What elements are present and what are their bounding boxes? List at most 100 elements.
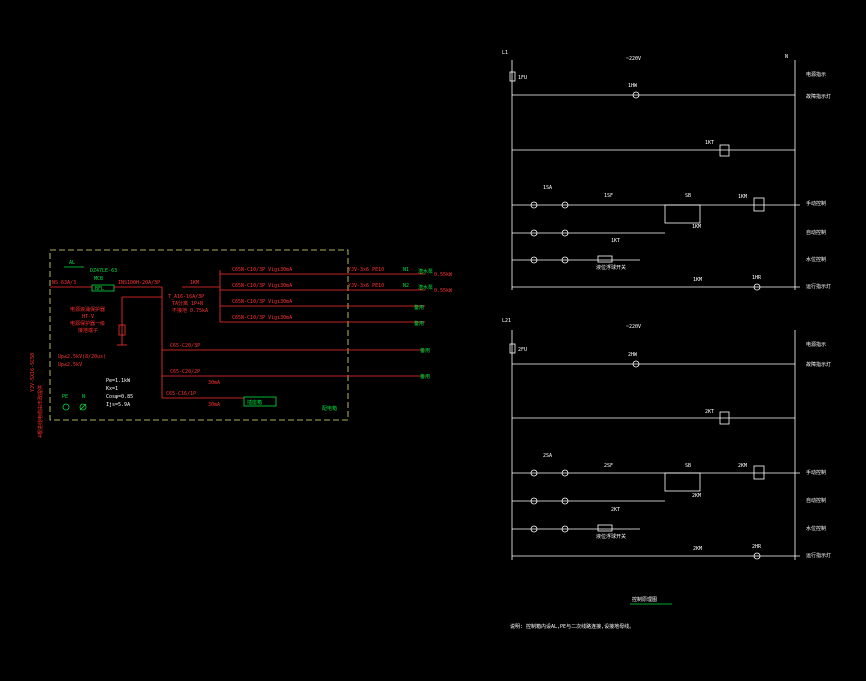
control-sections-0-start: SB xyxy=(685,193,691,199)
control-note: 说明: 控制箱内设AL,PE与二次线路连接,设接地母线。 xyxy=(510,623,634,630)
control-sections-0-run_contact: 1KM xyxy=(693,277,702,283)
control-sections-0-labels-2: 手动控制 xyxy=(806,200,826,207)
spd-note2: HT-V xyxy=(82,314,94,320)
incoming-breaker-label: NS 63A/3 xyxy=(52,280,76,286)
phase-label-1: L1 xyxy=(502,50,508,56)
outgoing-circuit-2: C65N-C10/3P Vigi30mA YJV-3x6 PE10 N2 潜水泵… xyxy=(220,283,453,294)
control-sections-1-sw_auto: 2SF xyxy=(604,463,613,469)
circle-mark xyxy=(530,229,538,237)
relay-coil-1 xyxy=(719,144,730,157)
panel-outgoing-6-rcd: 30mA xyxy=(208,402,220,408)
outgoing-circuit-1: C65N-C10/3P Vigi30mA YJV-3x6 PE10 N1 潜水泵… xyxy=(220,267,453,278)
spd-note3: 电源保护器一级 xyxy=(70,320,105,327)
panel-outgoing-3-dest: 备用 xyxy=(414,320,424,327)
spd-box-label: BFL xyxy=(95,286,104,292)
spd-symbol xyxy=(118,324,126,336)
panel-frame xyxy=(49,249,349,421)
control-sections-0-sw_man: 1KT xyxy=(611,238,620,244)
control-circuits: L1 ~220V N 1FU 1HW 1KT 1SA 1SF SB 1KM 1K… xyxy=(502,50,831,630)
cable-in-label: YJV-5X16-SC50 xyxy=(30,353,36,392)
panel-outgoing-0-cable: YJV-3x6 PE10 xyxy=(348,267,384,273)
panel-outgoing-0-dest: 潜水泵 xyxy=(418,268,433,275)
circle-mark xyxy=(561,497,569,505)
main-switch-label: INS100H-20A/3P xyxy=(118,280,160,286)
panel-outgoing-0-power: 0.55kW xyxy=(434,272,453,278)
control-sections-0-aux: 1KM xyxy=(692,224,701,230)
panel-outgoing-6-breaker: C65-C16/1P xyxy=(166,391,196,397)
panel-outgoing-1-dest: 潜水泵 xyxy=(418,284,433,291)
circle-mark xyxy=(561,256,569,264)
contactor-coil-1 xyxy=(753,197,765,212)
control-sections-0-labels-1: 故障指示灯 xyxy=(806,93,831,100)
circle-mark xyxy=(530,201,538,209)
relay-coil-2 xyxy=(719,411,730,425)
panel-outgoing-3-breaker: C65N-C10/3P Vigi30mA xyxy=(232,315,292,321)
control-sections-1-labels-4: 水位控制 xyxy=(806,525,826,532)
panel-outgoing-1-breaker: C65N-C10/3P Vigi30mA xyxy=(232,283,292,289)
n-label: N xyxy=(82,394,85,400)
control-sections-0-sw_auto: 1SF xyxy=(604,193,613,199)
outgoing-circuit-5: C65-C20/3P 备用 xyxy=(162,343,430,354)
control-sections-0-labels-3: 自动控制 xyxy=(806,229,826,236)
rect-mark xyxy=(597,524,613,532)
fuse-icon-1 xyxy=(509,71,516,82)
control-section-1: L1 ~220V N 1FU 1HW 1KT 1SA 1SF SB 1KM 1K… xyxy=(502,50,831,291)
control-sections-0-fuse: 1FU xyxy=(518,75,527,81)
control-title: 控制原理图 xyxy=(632,596,657,603)
control-sections-0-relay: 1KT xyxy=(705,140,714,146)
panel-outgoing-1-power: 0.55kW xyxy=(434,288,453,294)
panel-outgoing-1-id: N2 xyxy=(403,283,409,289)
circle-mark xyxy=(561,469,569,477)
control-sections-1-labels-5: 运行指示灯 xyxy=(806,552,831,559)
pe-label: PE xyxy=(62,394,68,400)
lamp-icon-2 xyxy=(632,360,640,368)
spd-detail1: TA分离 1P+N xyxy=(172,300,203,307)
control-sections-1-run_lamp: 2HR xyxy=(752,544,762,550)
panel-outgoing-4-breaker: C65-C20/3P xyxy=(170,343,200,349)
run-lamp-icon-2 xyxy=(753,552,761,560)
control-sections-1-start: SB xyxy=(685,463,691,469)
panel-tag: 配电箱 xyxy=(322,405,337,412)
km-label: 1KM xyxy=(190,280,199,286)
control-sections-1-labels-2: 手动控制 xyxy=(806,469,826,476)
run-lamp-icon-1 xyxy=(753,283,761,291)
control-sections-1-coil: 2KM xyxy=(738,463,747,469)
mcb-label: MCB xyxy=(94,276,103,282)
control-sections-1-selector: 2SA xyxy=(543,453,552,459)
control-sections-1-labels-0: 电源指示 xyxy=(806,341,826,348)
circle-mark xyxy=(561,525,569,533)
panel-outgoing-2-breaker: C65N-C10/3P Vigi30mA xyxy=(232,299,292,305)
circle-mark xyxy=(530,256,538,264)
panel-outgoing-1-cable: YJV-3x6 PE10 xyxy=(348,283,384,289)
rect-mark xyxy=(664,472,701,492)
rect-mark xyxy=(597,255,613,263)
spd-model: T_A16-16A/3P xyxy=(168,294,204,300)
rect-mark xyxy=(243,396,277,407)
mcb-box xyxy=(91,284,115,292)
voltage-label-1: ~220V xyxy=(626,56,641,62)
pe-terminal-icon xyxy=(62,403,70,411)
control-sections-0-selector: 1SA xyxy=(543,185,552,191)
panel-outgoing-5-rcd: 30mA xyxy=(208,380,220,386)
outgoing-circuit-6: C65-C20/2P 30mA 备用 xyxy=(162,369,430,386)
spd-note4: 接地端子 xyxy=(78,327,98,334)
rating-pe: Pe=1.1kW xyxy=(106,378,131,384)
circle-mark xyxy=(530,469,538,477)
rating-ijs: Ijs=5.9A xyxy=(106,402,130,408)
control-sections-0-labels-4: 水位控制 xyxy=(806,256,826,263)
panel-outgoing-5-dest: 备用 xyxy=(420,373,430,380)
control-sections-0-labels-0: 电源指示 xyxy=(806,71,826,78)
panel-outgoing-4-dest: 备用 xyxy=(420,347,430,354)
outgoing-circuit-3: C65N-C10/3P Vigi30mA 备用 xyxy=(220,299,425,311)
spd-note1: 电源浪涌保护器 xyxy=(70,306,105,313)
control-sections-1-run_contact: 2KM xyxy=(693,546,702,552)
control-sections-0-float: 液位浮球开关 xyxy=(596,264,626,271)
fuse-icon-2 xyxy=(509,343,516,354)
control-sections-1-aux: 2KM xyxy=(692,493,701,499)
protection2: Up≤2.5kV xyxy=(58,362,82,368)
cable-in-note: 4根进线电缆由市政提供 xyxy=(37,385,44,438)
lamp-icon-1 xyxy=(632,91,640,99)
control-sections-1-float: 液位浮球开关 xyxy=(596,533,626,540)
circle-mark xyxy=(530,497,538,505)
